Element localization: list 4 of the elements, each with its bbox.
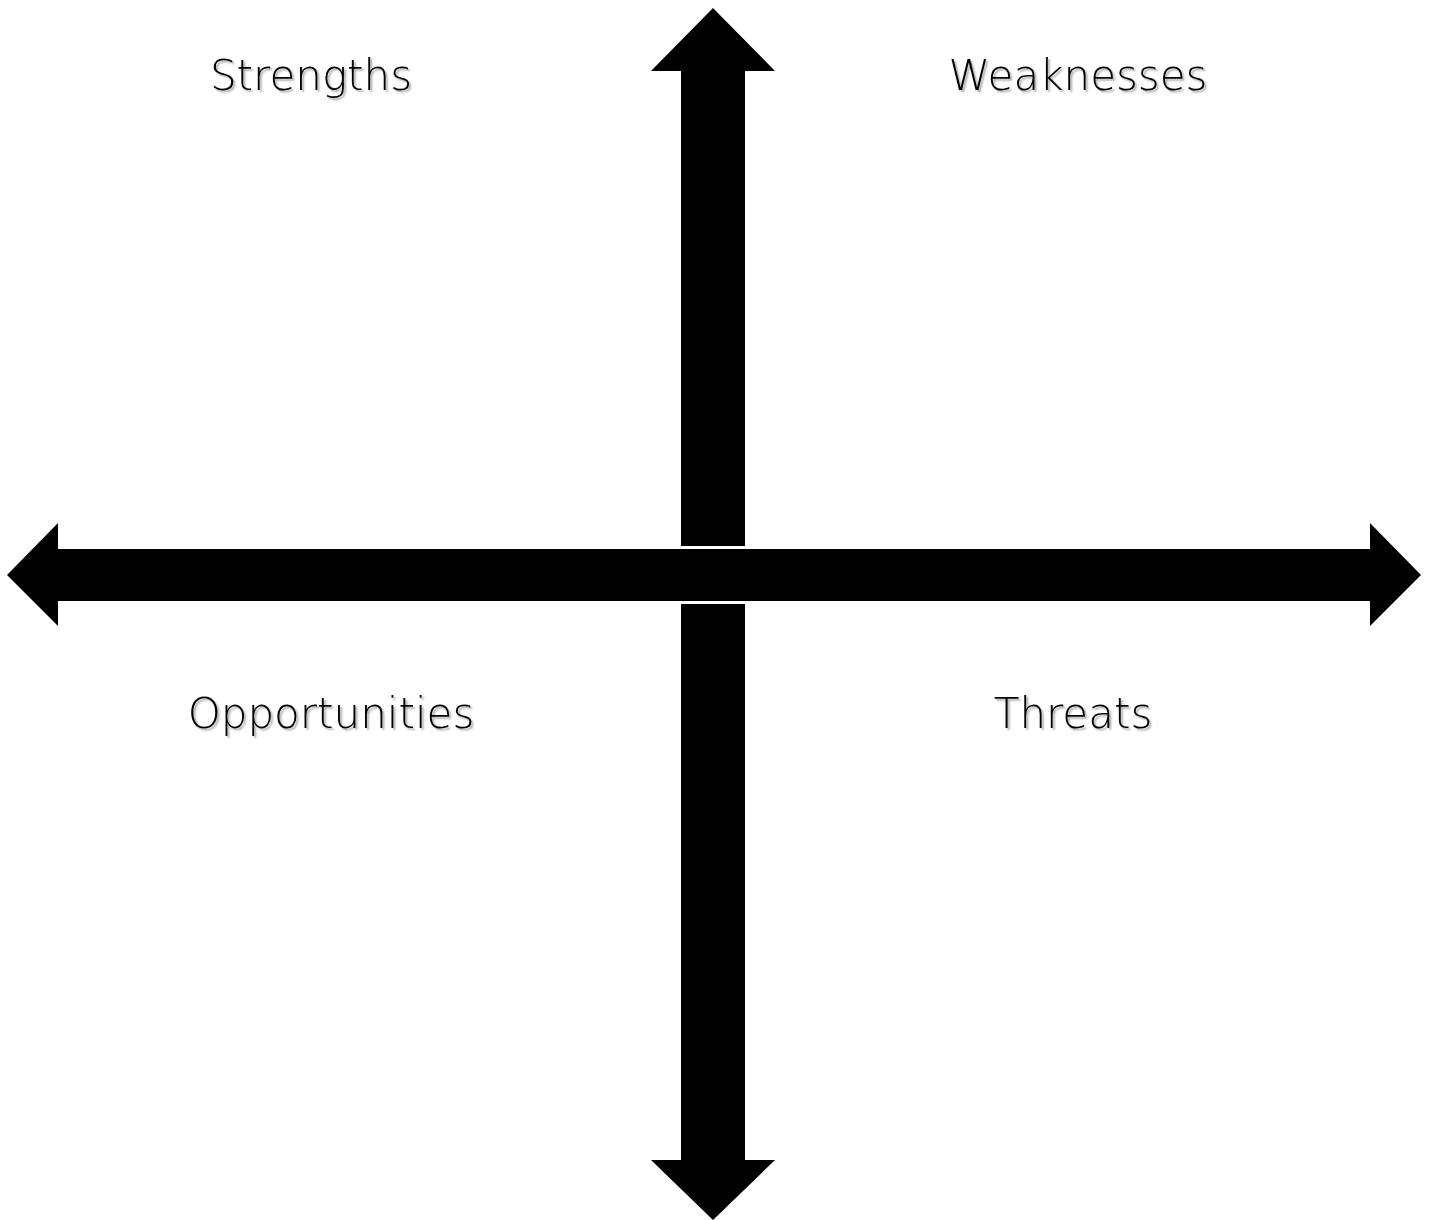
quadrant-label: Strengths: [209, 50, 413, 100]
quadrant-label: Opportunities: [187, 688, 475, 738]
quadrant-label: Threats: [993, 688, 1153, 738]
quadrant-label: Weaknesses: [948, 50, 1208, 100]
